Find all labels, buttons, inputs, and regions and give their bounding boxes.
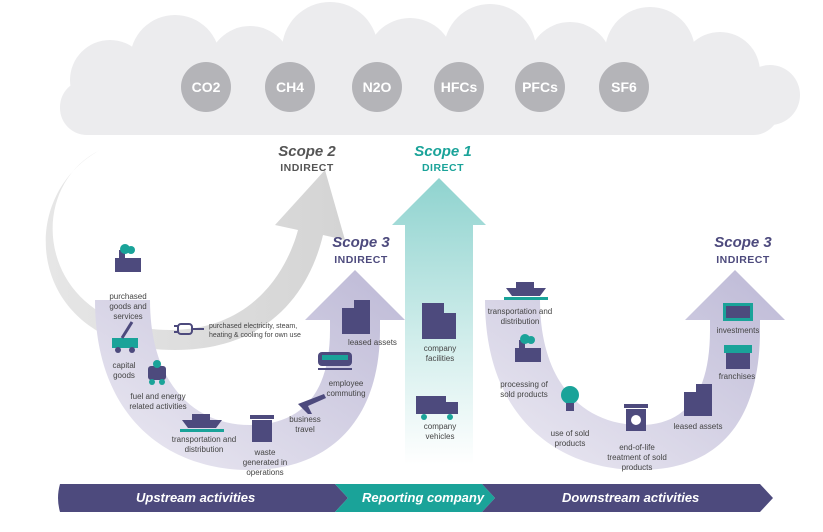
bar-upstream-label: Upstream activities [136, 490, 256, 505]
activity-bar [58, 484, 773, 512]
gas-circle-pfcs: PFCs [515, 62, 565, 112]
train-icon [318, 352, 352, 370]
label-downstream-leased-assets: leased assets [673, 422, 723, 431]
downstream-bar [482, 484, 773, 512]
fuel-cart-icon [148, 360, 166, 385]
label-waste: waste generated in operations [242, 448, 288, 477]
label-use-sold-products: use of sold products [550, 429, 590, 448]
gas-circle-co2: CO2 [181, 62, 231, 112]
building-icon [342, 300, 370, 334]
upstream-bar [58, 484, 348, 512]
ship-icon [180, 414, 224, 432]
gas-label: PFCs [522, 79, 558, 95]
label-downstream-transportation: transportation and distribution [487, 307, 553, 326]
cloud-band [60, 2, 800, 135]
crane-icon [112, 321, 138, 353]
scope2-arrow [45, 150, 345, 350]
lightbulb-icon [561, 386, 579, 411]
company-building-icon [422, 303, 456, 339]
label-processing: processing of sold products [500, 380, 548, 399]
label-employee-commuting: employee commuting [326, 379, 366, 398]
bar-reporting-label: Reporting company [362, 490, 485, 505]
gas-label: SF6 [611, 79, 637, 95]
label-purchased-goods: purchased goods and services [109, 292, 147, 321]
gas-label: CO2 [191, 79, 221, 95]
scope3-downstream-subtitle: INDIRECT [716, 254, 770, 266]
recycle-bin-icon [624, 404, 648, 431]
bar-downstream-label: Downstream activities [562, 490, 700, 505]
scope3-upstream-title: Scope 3 [332, 234, 390, 251]
scope2-subtitle: INDIRECT [280, 162, 334, 174]
scope3-downstream-arrow [485, 270, 785, 470]
gas-circle-sf6: SF6 [599, 62, 649, 112]
label-capital-goods: capital goods [112, 361, 136, 380]
gas-circle-hfcs: HFCs [434, 62, 484, 112]
reporting-bar [335, 484, 495, 512]
scope3-upstream-arrow [95, 270, 405, 470]
label-end-of-life: end-of-life treatment of sold products [607, 443, 667, 472]
plug-icon [174, 323, 204, 335]
label-upstream-transportation: transportation and distribution [171, 435, 237, 454]
money-icon [723, 303, 753, 321]
processing-factory-icon [515, 334, 541, 362]
label-company-facilities: company facilities [423, 344, 457, 363]
gas-circle-ch4: CH4 [265, 62, 315, 112]
leased-building-right-icon [684, 384, 712, 416]
gas-label: N2O [362, 79, 392, 95]
factory-icon [115, 244, 141, 272]
label-fuel-energy: fuel and energy related activities [129, 392, 187, 411]
bin-icon [250, 415, 274, 442]
scope1-subtitle: DIRECT [421, 162, 465, 174]
ship-right-icon [504, 282, 548, 300]
label-franchises: franchises [718, 372, 756, 381]
scope3-upstream-subtitle: INDIRECT [334, 254, 388, 266]
label-purchased-electricity: purchased electricity, steam, heating & … [209, 323, 301, 339]
truck-icon [416, 396, 458, 420]
label-investments: investments [716, 326, 760, 335]
label-upstream-leased-assets: leased assets [348, 338, 397, 347]
plane-icon [298, 394, 326, 414]
label-company-vehicles: company vehicles [423, 422, 457, 441]
gas-label: CH4 [275, 79, 304, 95]
label-business-travel: business travel [289, 415, 321, 434]
gas-circle-n2o: N2O [352, 62, 402, 112]
scope3-downstream-title: Scope 3 [714, 234, 772, 251]
scope2-title: Scope 2 [278, 143, 336, 160]
gas-label: HFCs [440, 79, 478, 95]
scope1-title: Scope 1 [414, 143, 472, 160]
store-icon [724, 345, 752, 369]
